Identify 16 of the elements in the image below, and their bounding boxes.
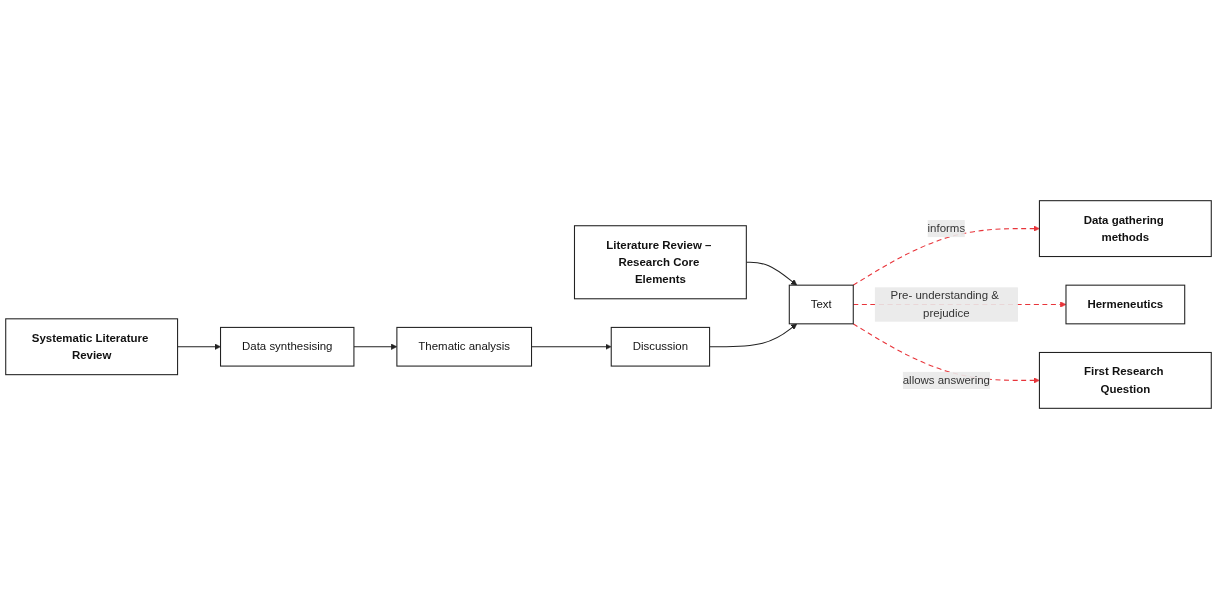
arrow	[531, 343, 612, 350]
node-box: Systematic Literature Review	[5, 317, 179, 375]
node-box: First Research Question	[1038, 351, 1212, 409]
arrow	[852, 224, 1040, 286]
node-box: Discussion	[610, 326, 711, 367]
node-box: Data gathering methods	[1038, 199, 1212, 257]
edge-label: allows answering	[902, 373, 990, 386]
arrow	[709, 323, 798, 347]
node-box: Thematic analysis	[396, 326, 533, 367]
edge-label: informs	[927, 221, 966, 234]
node-box: Hermeneutics	[1065, 284, 1186, 324]
node-box: Literature Review – Research Core Elements	[573, 224, 747, 299]
node-box: Data synthesising	[220, 326, 355, 367]
node-box: Text	[788, 284, 854, 324]
arrow	[177, 343, 221, 350]
edge-label: Pre- understanding & prejudice	[890, 288, 999, 319]
